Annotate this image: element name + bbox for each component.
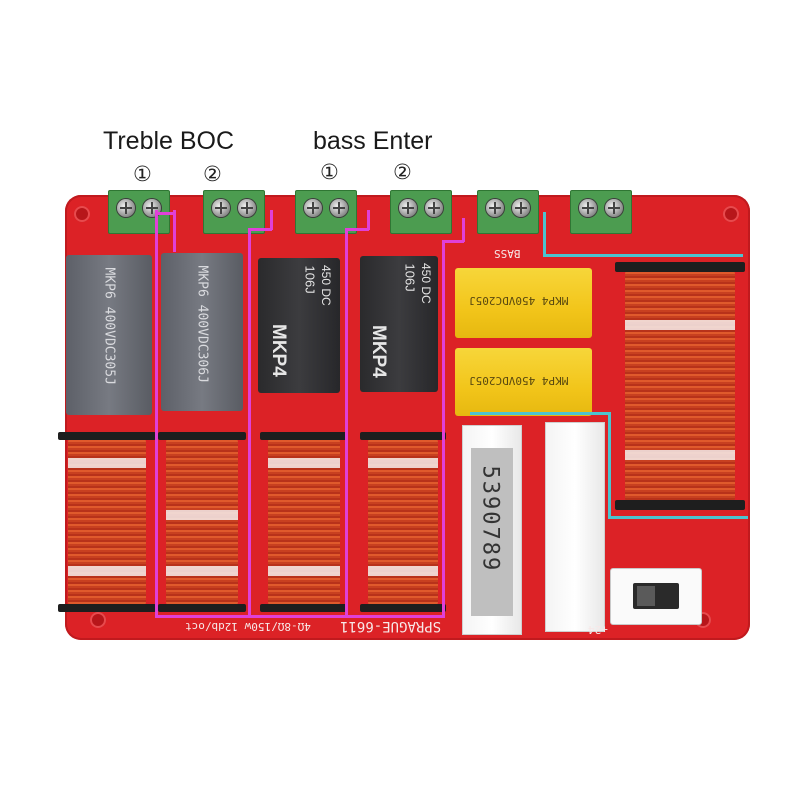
circle-marker-1-treble: ① <box>133 162 152 186</box>
screw-icon <box>425 199 443 217</box>
pink-path-line <box>442 240 445 618</box>
terminal-block-bass <box>477 190 539 234</box>
capacitor-black-2-brand: MKP4 <box>368 325 389 378</box>
capacitor-grey-2: MKP6 400VDC306J <box>161 253 243 411</box>
coil-end-cap <box>158 432 246 440</box>
inductor-coil-3 <box>268 438 340 606</box>
pink-path-line <box>462 218 465 242</box>
capacitor-yellow-1-label: MKP4 450VDC205J <box>469 294 569 307</box>
pink-path-line <box>248 228 272 231</box>
circle-marker-2-treble: ② <box>203 162 222 186</box>
pink-path-line <box>173 210 176 252</box>
capacitor-grey-1-label: MKP6 400VDC305J <box>101 267 117 385</box>
cyan-path-line <box>543 254 743 257</box>
capacitor-black-2: MKP4 106J 450 DC <box>360 256 438 392</box>
terminal-block-mid-1 <box>295 190 357 234</box>
coil-end-cap <box>260 604 348 612</box>
circle-marker-2-bass: ② <box>393 160 412 184</box>
circle-marker-1-bass: ① <box>320 160 339 184</box>
terminal-block-treble-2 <box>203 190 265 234</box>
capacitor-black-1-rating: 450 DC <box>319 265 333 306</box>
coil-end-cap <box>615 262 745 272</box>
inductor-coil-4 <box>368 438 438 606</box>
screw-icon <box>304 199 322 217</box>
capacitor-black-1-brand: MKP4 <box>268 324 289 377</box>
resistor-cement-2 <box>545 422 605 632</box>
screw-icon <box>579 199 597 217</box>
screw-icon <box>399 199 417 217</box>
capacitor-yellow-1: MKP4 450VDC205J <box>455 268 592 338</box>
silk-rating-label: 4Ω-8Ω/150w 12db/oct <box>185 620 311 633</box>
screw-icon <box>605 199 623 217</box>
screw-icon <box>117 199 135 217</box>
screw-icon <box>212 199 230 217</box>
label-bass-enter: bass Enter <box>313 127 433 155</box>
silk-bass-label: BASS <box>494 247 521 260</box>
capacitor-black-2-rating: 450 DC <box>419 263 433 304</box>
coil-end-cap <box>360 604 446 612</box>
screw-icon <box>330 199 348 217</box>
label-treble-boc: Treble BOC <box>103 127 235 155</box>
capacitor-grey-2-label: MKP6 400VDC306J <box>194 265 210 383</box>
coil-end-cap <box>615 500 745 510</box>
pink-path-line <box>270 210 273 230</box>
terminal-block-mid-2 <box>390 190 452 234</box>
pink-path-line <box>367 210 370 230</box>
pink-path-line <box>442 240 464 243</box>
pink-path-line <box>345 228 348 618</box>
inductor-coil-1 <box>68 438 146 606</box>
pink-path-line <box>345 228 369 231</box>
mount-hole-top-right <box>723 206 739 222</box>
screw-icon <box>486 199 504 217</box>
capacitor-grey-1: MKP6 400VDC305J <box>66 255 152 415</box>
terminal-block-input <box>570 190 632 234</box>
mount-hole-top-left <box>74 206 90 222</box>
resistor-label: 5390789 <box>477 465 503 573</box>
slide-switch <box>610 568 702 625</box>
pink-path-line <box>155 212 175 215</box>
capacitor-yellow-2-label: MKP4 450VDC205J <box>469 374 569 387</box>
coil-end-cap <box>158 604 246 612</box>
inductor-coil-2 <box>166 438 238 606</box>
cyan-path-line <box>543 212 546 256</box>
cyan-path-line <box>608 516 748 519</box>
coil-end-cap <box>58 432 156 440</box>
pink-path-line <box>155 615 445 618</box>
coil-end-cap <box>260 432 348 440</box>
screw-icon <box>238 199 256 217</box>
cyan-path-line <box>470 412 610 415</box>
pink-path-line <box>155 210 158 618</box>
silk-model-label: SPRAGUE-6611 <box>340 618 442 634</box>
inductor-coil-large <box>625 270 735 502</box>
cyan-path-line <box>608 412 611 518</box>
coil-end-cap <box>58 604 156 612</box>
capacitor-black-2-value: 106J <box>402 263 418 292</box>
capacitor-yellow-2: MKP4 450VDC205J <box>455 348 592 416</box>
capacitor-black-1-value: 106J <box>302 265 318 294</box>
capacitor-black-1: MKP4 106J 450 DC <box>258 258 340 393</box>
silk-power-label: +24 <box>588 623 608 636</box>
pink-path-line <box>248 228 251 618</box>
screw-icon <box>512 199 530 217</box>
resistor-cement-1: 5390789 <box>462 425 522 635</box>
coil-end-cap <box>360 432 446 440</box>
mount-hole-bottom-left <box>90 612 106 628</box>
